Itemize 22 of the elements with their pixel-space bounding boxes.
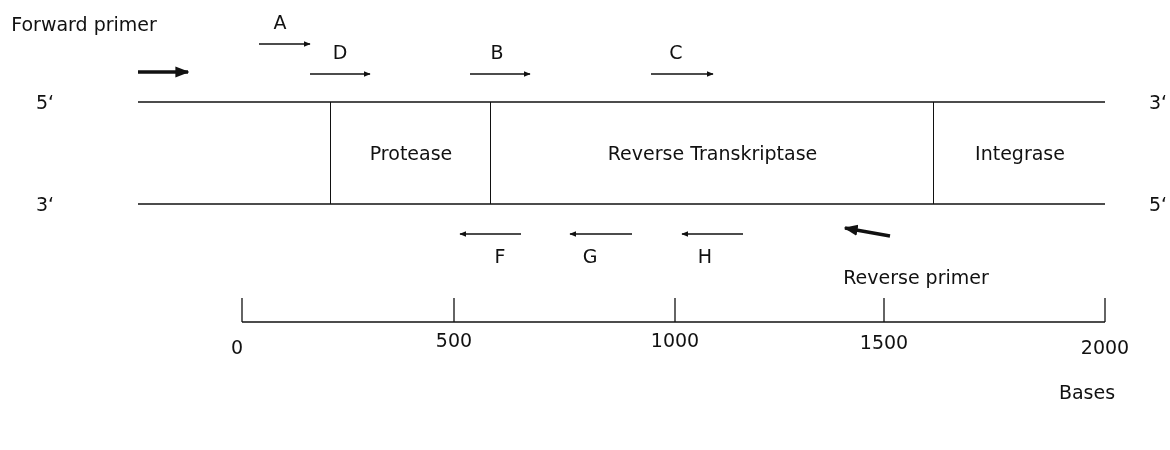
tick-label: 1500 xyxy=(859,332,909,352)
primer-label: A xyxy=(273,12,287,32)
tick-label: 500 xyxy=(435,330,473,350)
primer-label: Reverse primer xyxy=(843,267,989,287)
primer-label: D xyxy=(332,42,348,62)
region-label: Reverse Transkriptase xyxy=(607,142,818,164)
primer-label: H xyxy=(697,246,713,266)
strand-end-label: 3‘ xyxy=(35,194,55,214)
primer-label: F xyxy=(494,246,506,266)
tick-label: 2000 xyxy=(1080,337,1130,357)
primer-label: C xyxy=(669,42,683,62)
primer-label: Forward primer xyxy=(11,14,157,34)
tick-label: 1000 xyxy=(650,330,700,350)
strand-end-label: 3‘ xyxy=(1148,92,1168,112)
axis-label: Bases xyxy=(1058,382,1116,402)
primer-label: B xyxy=(490,42,504,62)
primer-label: G xyxy=(582,246,598,266)
strand-end-label: 5‘ xyxy=(1148,194,1168,214)
strand-end-label: 5‘ xyxy=(35,92,55,112)
region-label: Protease xyxy=(369,142,453,164)
tick-label: 0 xyxy=(230,337,244,357)
region-label: Integrase xyxy=(975,142,1065,164)
